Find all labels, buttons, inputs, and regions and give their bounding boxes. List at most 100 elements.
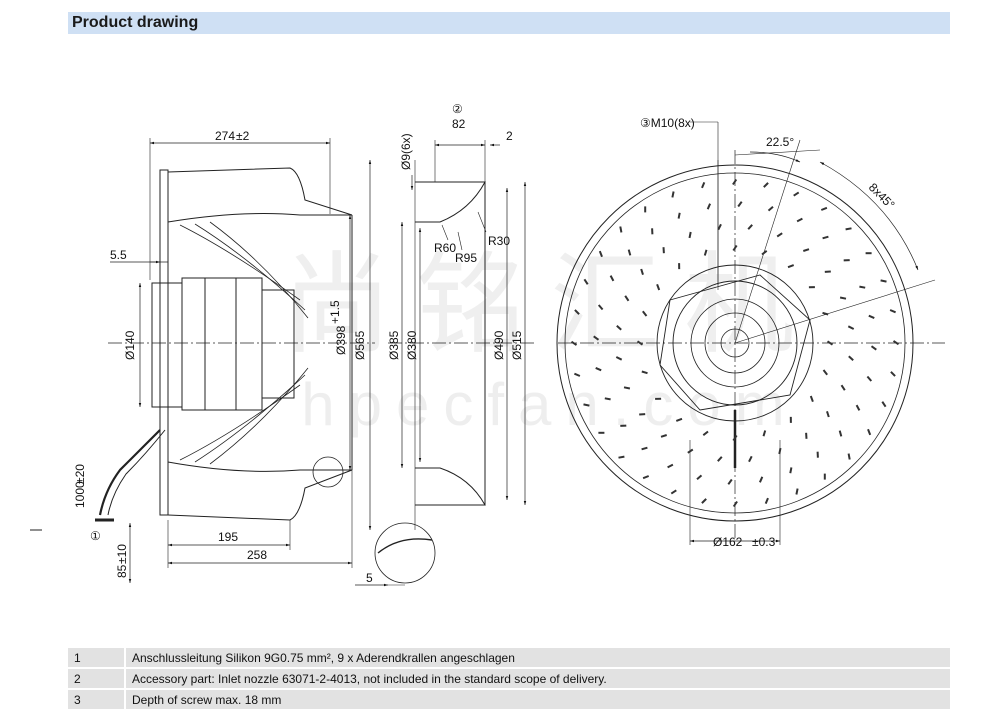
blade-mark xyxy=(732,244,738,252)
blade-mark xyxy=(615,356,623,361)
blade-mark xyxy=(789,467,793,474)
blade-mark xyxy=(890,371,896,377)
section-title: Product drawing xyxy=(72,14,199,31)
blade-mark xyxy=(838,430,843,437)
marker-2: ② xyxy=(452,102,463,116)
blade-mark xyxy=(881,401,887,408)
dim-cable-tolerance: ±20 xyxy=(73,464,87,484)
blade-mark xyxy=(889,309,896,314)
blade-mark xyxy=(677,212,681,219)
note-text: Anschlussleitung Silikon 9G0.75 mm², 9 x… xyxy=(126,648,950,667)
blade-mark xyxy=(764,497,769,504)
blade-mark xyxy=(717,456,723,462)
note-separator xyxy=(124,669,126,688)
blade-mark xyxy=(866,375,873,382)
dim-2: 2 xyxy=(506,129,513,143)
blade-mark xyxy=(859,285,866,289)
dim-offset: 5.5 xyxy=(110,248,127,262)
blade-mark xyxy=(820,206,828,211)
dim-162-diameter: Ø162 xyxy=(713,535,743,549)
blade-mark xyxy=(839,296,847,300)
blade-mark xyxy=(702,430,709,436)
blade-mark xyxy=(795,488,799,495)
blade-mark xyxy=(670,489,677,495)
dim-r95: R95 xyxy=(455,251,477,265)
blade-mark xyxy=(845,227,852,231)
blade-mark xyxy=(826,410,830,418)
blade-mark xyxy=(847,453,851,460)
blade-mark xyxy=(868,314,875,320)
dim-85-tolerance: ±10 xyxy=(115,544,129,564)
blade-mark xyxy=(640,268,644,276)
blade-mark xyxy=(732,500,738,508)
blade-mark xyxy=(796,217,803,223)
blade-mark xyxy=(840,384,846,391)
blade-mark xyxy=(583,403,590,407)
blade-mark xyxy=(732,434,738,442)
blade-mark xyxy=(570,340,578,346)
blade-mark xyxy=(619,226,623,233)
blade-mark xyxy=(696,474,703,481)
note-separator xyxy=(124,648,126,667)
blade-mark xyxy=(802,248,810,252)
blade-mark xyxy=(671,191,675,198)
dim-565-diameter: Ø565 xyxy=(353,330,367,360)
blade-mark xyxy=(727,478,733,485)
blade-mark xyxy=(732,178,738,186)
blade-mark xyxy=(706,203,712,210)
front-view xyxy=(556,121,945,545)
note-number: 2 xyxy=(68,669,124,688)
dim-r30: R30 xyxy=(488,234,510,248)
blade-mark xyxy=(880,279,887,283)
blade-mark xyxy=(656,283,661,291)
blade-mark xyxy=(593,335,600,341)
blade-mark xyxy=(763,182,769,188)
impeller-blade-marks xyxy=(570,178,900,508)
dim-195: 195 xyxy=(218,530,238,544)
blade-mark xyxy=(574,372,581,377)
dim-r60: R60 xyxy=(434,241,456,255)
dim-bolt-pattern: 8x45° xyxy=(866,180,898,212)
dim-hub-diameter: Ø140 xyxy=(123,330,137,360)
blade-mark xyxy=(660,434,668,438)
blade-mark xyxy=(616,325,622,331)
dim-490-diameter: Ø490 xyxy=(492,330,506,360)
dim-85: 85 xyxy=(115,564,129,578)
dim-angle: 22.5° xyxy=(766,135,794,149)
blade-mark xyxy=(701,498,707,504)
blade-mark xyxy=(627,249,632,256)
note-number: 1 xyxy=(68,648,124,667)
note-number: 3 xyxy=(68,690,124,709)
blade-mark xyxy=(809,395,814,403)
dim-258: 258 xyxy=(247,548,267,562)
dim-width: 274 xyxy=(215,129,235,143)
dim-398-tolerance: +1.5 xyxy=(328,300,342,324)
blade-mark xyxy=(598,250,603,258)
blade-mark xyxy=(776,232,783,238)
dim-5: 5 xyxy=(366,571,373,585)
blade-mark xyxy=(758,476,764,483)
blade-mark xyxy=(642,475,650,480)
blade-mark xyxy=(609,275,615,282)
dim-398-diameter: Ø398 xyxy=(334,325,348,355)
dim-162-tolerance: ±0.3 xyxy=(752,535,776,549)
blade-mark xyxy=(822,369,828,376)
blade-mark xyxy=(641,370,648,375)
blade-mark xyxy=(748,455,753,463)
dim-380-diameter: Ø380 xyxy=(405,330,419,360)
dim-385-diameter: Ø385 xyxy=(387,330,401,360)
blade-mark xyxy=(737,201,743,208)
marker-1: ① xyxy=(90,529,101,543)
blade-mark xyxy=(867,428,872,436)
blade-mark xyxy=(847,325,855,330)
blade-mark xyxy=(641,446,648,451)
blade-mark xyxy=(762,430,767,437)
blade-mark xyxy=(778,447,782,455)
dim-thread: ③M10(8x) xyxy=(640,116,695,130)
blade-mark xyxy=(703,249,708,256)
blade-mark xyxy=(623,386,631,390)
